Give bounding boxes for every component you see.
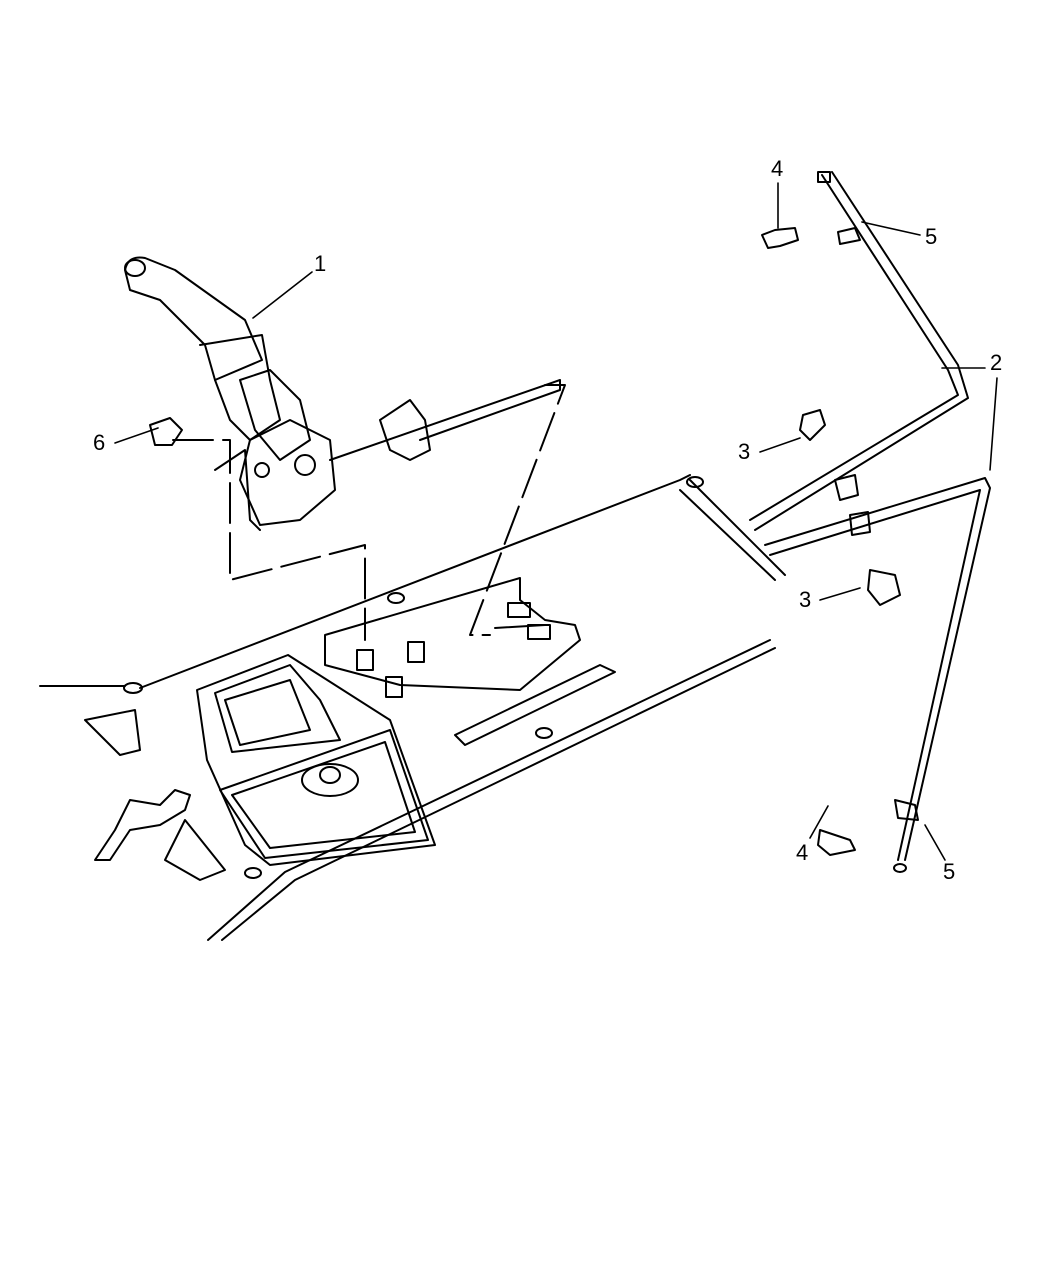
callout-4-upper: 4 [771, 156, 784, 181]
callout-3-upper: 3 [738, 439, 751, 464]
callout-5-upper: 5 [925, 224, 938, 249]
callout-2: 2 [990, 350, 1003, 375]
cable-routing [172, 384, 566, 641]
floor-pan [39, 474, 786, 941]
callout-1: 1 [314, 251, 327, 276]
parking-brake-lever [124, 256, 561, 531]
studs [356, 602, 551, 698]
leader-lines [114, 182, 998, 861]
shifter-opening [196, 654, 436, 866]
callout-6: 6 [93, 430, 106, 455]
callout-4-lower: 4 [796, 840, 809, 865]
cable-rod [749, 171, 991, 873]
small-brackets [84, 709, 226, 881]
callout-3-lower: 3 [799, 587, 812, 612]
callout-5-lower: 5 [943, 859, 956, 884]
fasteners [149, 227, 919, 856]
lever-mount-base [324, 577, 616, 746]
